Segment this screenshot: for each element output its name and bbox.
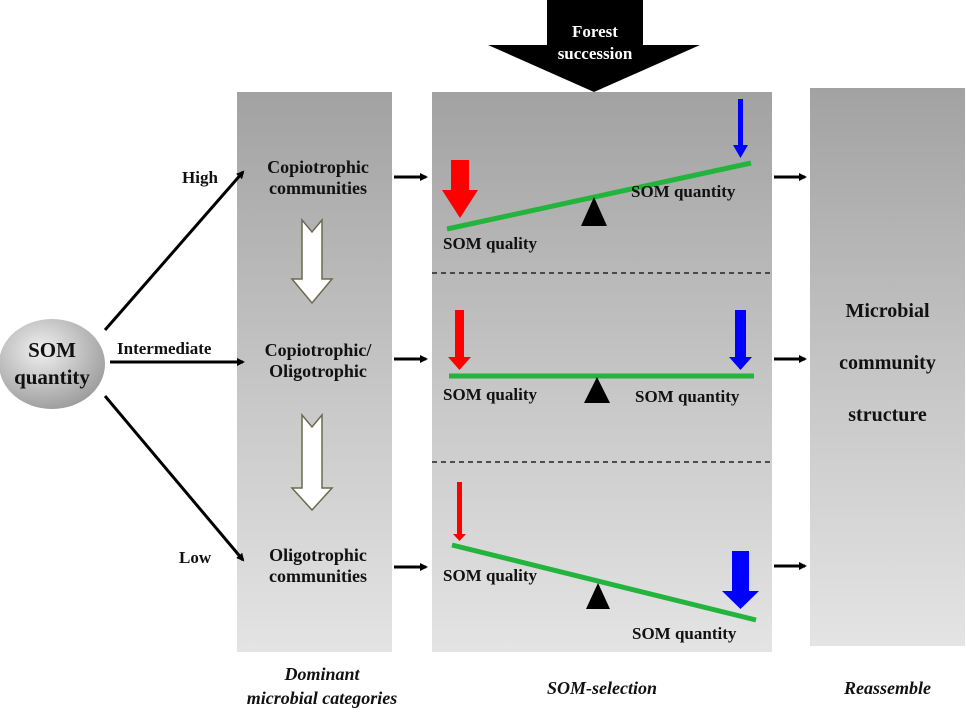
- fulcrum-3: [586, 583, 610, 609]
- category-copiotrophic: Copiotrophic communities: [237, 157, 399, 199]
- quality-arrow-3: [453, 482, 466, 541]
- seesaw-3-quality-label: SOM quality: [443, 566, 537, 585]
- dominant-categories-panel: [237, 92, 392, 652]
- branch-label-high: High: [182, 168, 218, 187]
- caption-som-selection: SOM-selection: [547, 678, 657, 698]
- result-label: Microbial community structure: [810, 285, 965, 441]
- seesaw-2-quality-label: SOM quality: [443, 385, 537, 404]
- caption-left-line1: Dominant: [284, 664, 360, 684]
- reassemble-panel: [810, 88, 965, 646]
- seesaw-1-quality-label: SOM quality: [443, 234, 537, 253]
- seesaw-beam-3: [451, 542, 757, 623]
- quantity-arrow-2: [729, 310, 752, 370]
- category-copiotrophic-line1: Copiotrophic: [267, 157, 369, 177]
- forest-succession-line1: Forest: [572, 22, 618, 41]
- caption-reassemble: Reassemble: [844, 678, 931, 698]
- branch-arrow-high: [103, 170, 245, 331]
- fulcrum-1: [581, 197, 607, 226]
- branch-label-low: Low: [179, 548, 212, 567]
- seesaw-beam-1: [446, 160, 752, 232]
- branch-arrow-low: [103, 395, 245, 562]
- som-selection-panel: [432, 92, 772, 652]
- category-copiotrophic-line2: communities: [269, 178, 367, 198]
- category-oligotrophic-line1: Oligotrophic: [269, 545, 367, 565]
- result-line2: community: [839, 352, 936, 374]
- result-line1: Microbial: [845, 300, 930, 322]
- caption-left-line2: microbial categories: [246, 688, 398, 708]
- forest-succession-line2: succession: [557, 44, 633, 63]
- category-oligotrophic: Oligotrophic communities: [237, 545, 399, 587]
- category-oligotrophic-line2: communities: [269, 566, 367, 586]
- som-quantity-line2: quantity: [14, 365, 90, 389]
- fulcrum-2: [584, 377, 610, 403]
- quality-arrow-1: [442, 160, 478, 218]
- seesaw-3-quantity-label: SOM quantity: [632, 624, 737, 643]
- quantity-arrow-1: [733, 99, 748, 158]
- seesaw-2-quantity-label: SOM quantity: [635, 387, 740, 406]
- som-quantity-label: SOM quantity: [2, 337, 102, 391]
- som-quantity-node: [0, 319, 105, 409]
- category-mixed-line1: Copiotrophic/: [264, 340, 372, 360]
- category-mixed-line2: Oligotrophic: [269, 361, 367, 381]
- quality-arrow-2: [448, 310, 471, 370]
- seesaw-1-quantity-label: SOM quantity: [631, 182, 736, 201]
- transition-arrow-1: [290, 217, 334, 305]
- forest-succession-label: Forest succession: [547, 21, 643, 65]
- branch-label-intermediate: Intermediate: [117, 339, 212, 358]
- category-mixed: Copiotrophic/ Oligotrophic: [237, 340, 399, 382]
- forest-succession-arrow: [488, 0, 700, 92]
- caption-dominant-categories: Dominant microbial categories: [217, 662, 427, 710]
- result-line3: structure: [848, 404, 927, 426]
- quantity-arrow-3: [722, 551, 759, 609]
- transition-arrow-2: [290, 412, 334, 512]
- som-quantity-line1: SOM: [28, 338, 76, 362]
